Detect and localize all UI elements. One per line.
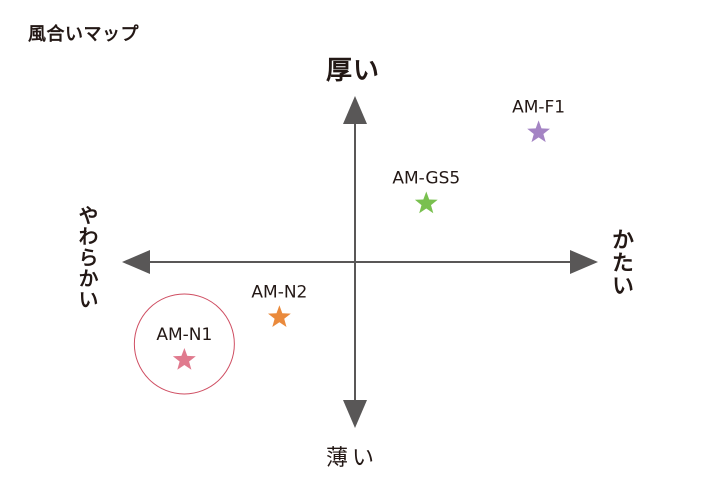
- star-icon: [172, 348, 196, 370]
- arrow-down-icon: [343, 400, 367, 428]
- axis-label-thick: 厚い: [326, 56, 381, 86]
- product-am-n1: AM-N1: [133, 293, 235, 395]
- product-am-gs5: AM-GS5: [392, 169, 460, 214]
- product-label: AM-GS5: [392, 169, 460, 189]
- star-icon: [527, 120, 550, 143]
- axis-label-soft: やわらかい: [75, 205, 99, 310]
- arrow-right-icon: [570, 250, 598, 274]
- product-am-n2: AM-N2: [251, 282, 307, 327]
- highlight-circle: [133, 293, 235, 395]
- vertical-axis: [343, 96, 367, 428]
- product-label: AM-N1: [156, 325, 212, 345]
- star-icon: [414, 191, 438, 214]
- horizontal-axis: [122, 250, 598, 274]
- page-title: 風合いマップ: [28, 24, 139, 45]
- star-icon: [268, 305, 291, 327]
- axis-label-thin: 薄い: [326, 446, 379, 471]
- product-label: AM-F1: [512, 97, 565, 117]
- product-am-f1: AM-F1: [512, 97, 565, 143]
- arrow-up-icon: [343, 96, 367, 124]
- axis-label-hard: かたい: [608, 228, 633, 297]
- product-label: AM-N2: [251, 282, 307, 302]
- arrow-left-icon: [122, 250, 150, 274]
